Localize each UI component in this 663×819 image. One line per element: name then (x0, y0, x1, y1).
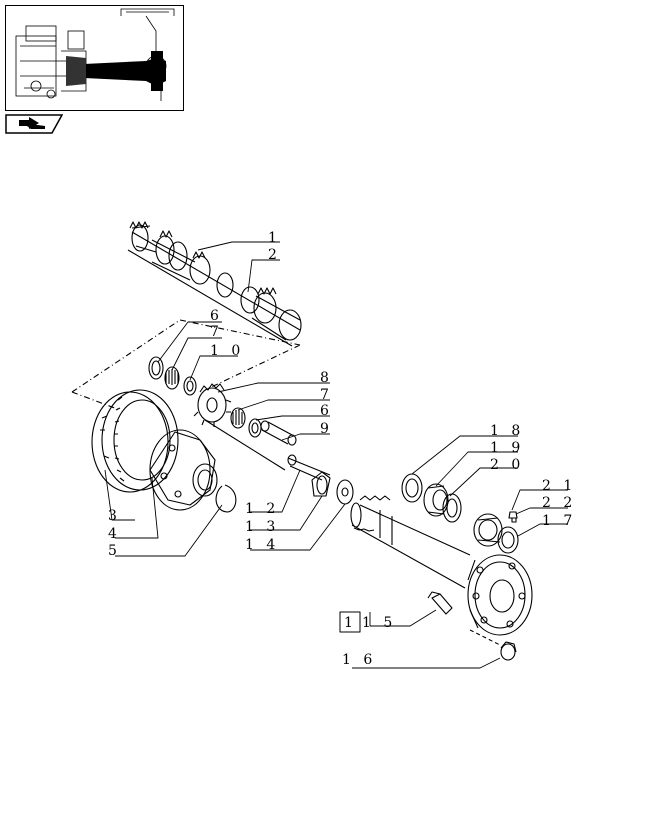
callout-6: 6 (210, 308, 223, 324)
callout-6b: 6 (320, 403, 333, 419)
callout-13: 1 3 (245, 519, 279, 535)
planet-gear (193, 383, 232, 427)
nav-previous-button[interactable] (5, 114, 64, 134)
callout-17: 1 7 (542, 513, 576, 529)
wheel-stud (427, 591, 453, 615)
planet-carrier-hub (149, 429, 218, 511)
stud-axis (469, 629, 501, 646)
center-line (204, 419, 286, 471)
callout-7: 7 (210, 324, 223, 340)
callout-22: 2 2 (542, 495, 576, 511)
leader-lines (104, 241, 568, 669)
planet-pin (260, 420, 297, 446)
reference-box (339, 611, 361, 633)
bearing-cup (442, 493, 462, 523)
sun-gear-shaft (287, 454, 331, 497)
snap-ring (148, 356, 164, 380)
seal-ring (401, 473, 423, 503)
callout-16: 1 6 (342, 652, 376, 668)
callout-2: 2 (268, 247, 281, 263)
callout-21: 2 1 (542, 478, 576, 494)
callout-8: 8 (320, 370, 333, 386)
thrust-washer (183, 376, 197, 396)
reference-box-label: 1 (344, 615, 357, 631)
overview-thumbnail (5, 5, 184, 111)
callout-10: 1 0 (210, 343, 244, 359)
callout-12: 1 2 (245, 501, 279, 517)
grease-nipple (508, 511, 518, 523)
snap-ring-2 (248, 418, 262, 438)
assembly-outline (71, 319, 301, 411)
oil-seal (497, 526, 519, 554)
callout-15: 1 5 (362, 615, 396, 631)
callout-9: 9 (320, 421, 333, 437)
outer-bearing (473, 513, 503, 547)
callout-4: 4 (108, 526, 121, 542)
callout-20: 2 0 (490, 457, 524, 473)
callout-7b: 7 (320, 387, 333, 403)
ring-gear (91, 389, 179, 493)
callout-labels: 1 2 6 7 1 0 8 7 6 9 1 8 1 9 2 0 2 1 2 2 … (108, 230, 576, 668)
shim-washer (336, 479, 354, 505)
callout-14: 1 4 (245, 537, 279, 553)
axle-shaft (350, 495, 533, 636)
splined-shaft (127, 221, 302, 347)
circlip (215, 484, 237, 513)
callout-1: 1 (268, 230, 281, 246)
bearing-cone (423, 483, 449, 517)
callout-18: 1 8 (490, 423, 524, 439)
callout-3: 3 (108, 508, 121, 524)
axle-overview-drawing (15, 8, 175, 101)
needle-bearing-2 (230, 407, 246, 429)
needle-bearing (164, 366, 180, 390)
wheel-nut (500, 641, 517, 661)
arrow-left-icon (5, 114, 64, 134)
callout-19: 1 9 (490, 440, 524, 456)
callout-5: 5 (108, 543, 121, 559)
